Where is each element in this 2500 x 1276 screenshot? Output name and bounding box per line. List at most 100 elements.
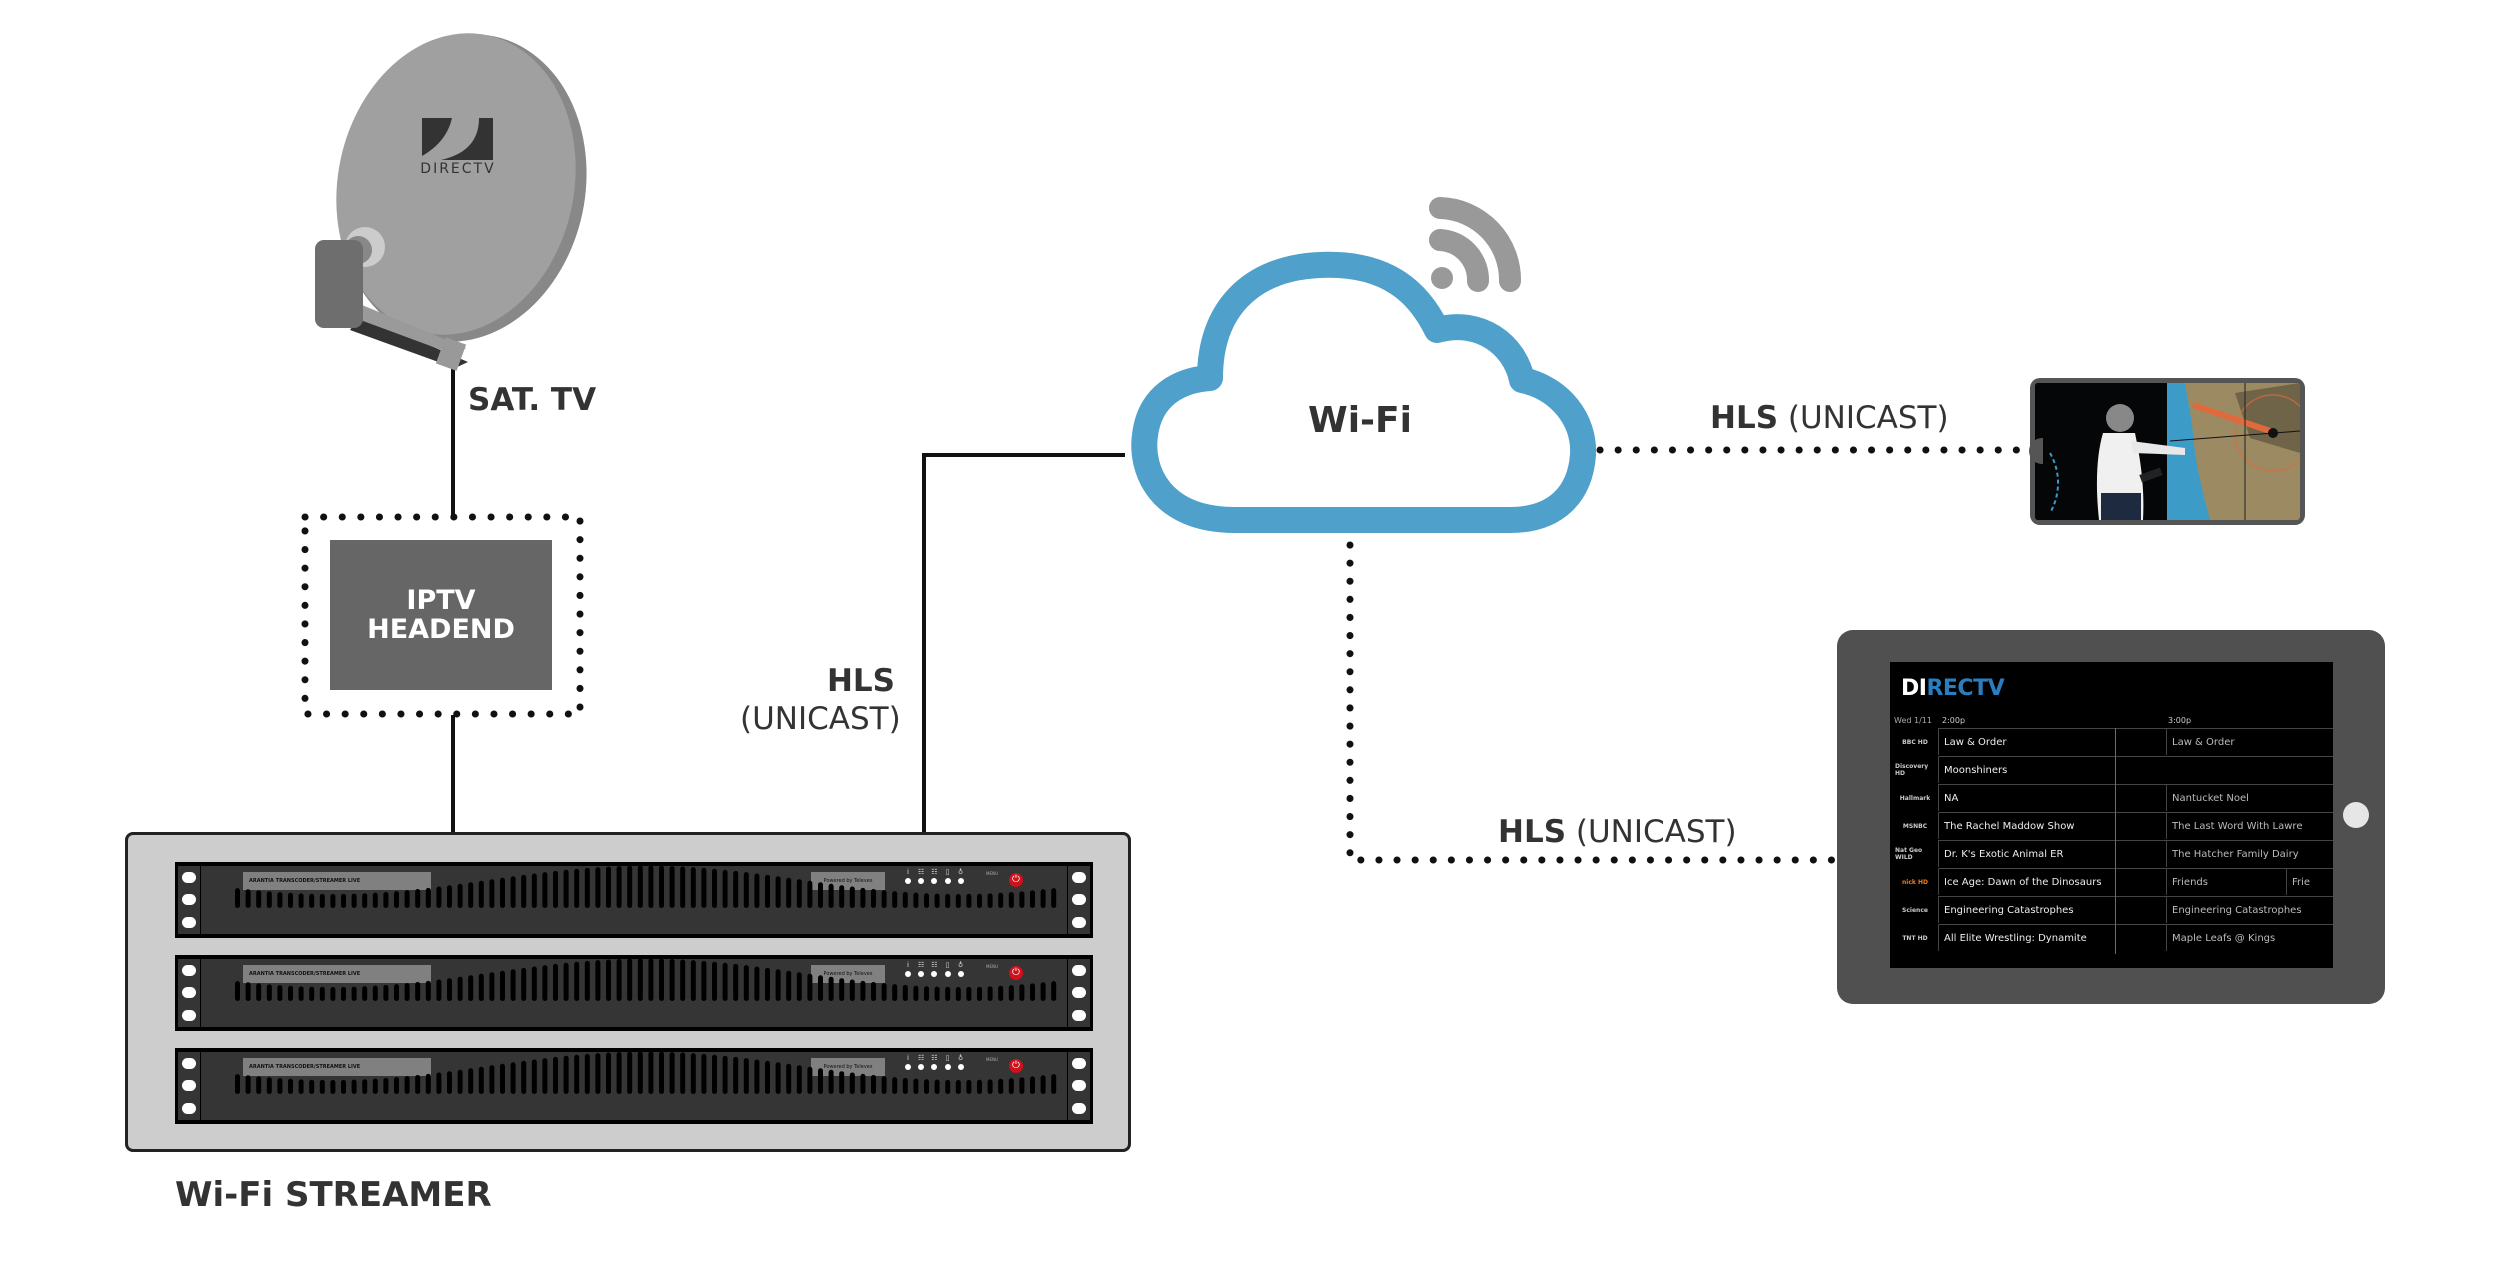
vent-slot <box>309 1079 315 1094</box>
vent-slot <box>574 868 580 908</box>
vent-slot <box>786 1063 792 1094</box>
vent-slot <box>775 876 781 908</box>
program-next[interactable]: The Hatcher Family Dairy <box>2166 840 2333 867</box>
program-now[interactable]: Engineering Catastrophes <box>1938 896 2166 923</box>
vent-slot <box>966 893 972 908</box>
vent-slot <box>616 866 622 908</box>
vent-slot <box>478 880 484 908</box>
vent-slot <box>383 984 389 1001</box>
unicast-text: (UNICAST) <box>740 701 901 737</box>
status-leds: i☷☷▯♁ <box>905 868 964 884</box>
vent-slot <box>659 1052 664 1094</box>
vent-slot <box>500 970 505 1001</box>
vent-slot <box>542 1058 548 1094</box>
vent-slot <box>786 877 792 908</box>
program-now[interactable]: Moonshiners <box>1938 756 2333 783</box>
vent-slot <box>510 1062 516 1094</box>
program-next[interactable]: Engineering Catastrophes <box>2166 896 2333 923</box>
vent-slot <box>1030 983 1035 1001</box>
vent-slot <box>913 985 919 1001</box>
cloud-to-phone-label: HLS (UNICAST) <box>1710 400 1949 436</box>
vent-slot <box>616 959 622 1001</box>
headend-line-2: HEADEND <box>367 614 515 645</box>
vent-slot <box>457 883 463 908</box>
vent-slot <box>383 1077 389 1094</box>
unicast-text: (UNICAST) <box>1787 400 1949 436</box>
smartphone-device <box>2029 378 2305 525</box>
program-next[interactable]: Law & Order <box>2166 728 2333 755</box>
power-button-icon[interactable]: ⏻ <box>1009 966 1023 980</box>
vent-slot <box>309 893 315 908</box>
status-led: i <box>905 1054 911 1070</box>
vent-slot <box>288 985 293 1001</box>
dish-brand-text: DIRECTV <box>420 161 495 177</box>
vent-slot <box>849 886 855 908</box>
vent-slot <box>892 891 898 908</box>
vent-slot <box>256 890 262 908</box>
program-later[interactable]: Frie <box>2286 868 2333 895</box>
vent-slot <box>553 963 558 1001</box>
status-led: i <box>905 961 911 977</box>
weather-video-image <box>2035 383 2300 520</box>
menu-button[interactable]: MENU <box>986 1057 998 1062</box>
vent-slot <box>977 986 982 1001</box>
guide-time-slot: 2:00p <box>1942 716 1966 725</box>
vent-slot <box>1019 984 1025 1001</box>
program-now[interactable]: Ice Age: Dawn of the Dinosaurs <box>1938 868 2166 895</box>
program-now[interactable]: All Elite Wrestling: Dynamite <box>1938 924 2166 951</box>
status-led: ▯ <box>944 868 951 884</box>
directv-logo-icon <box>422 118 493 160</box>
program-now[interactable]: The Rachel Maddow Show <box>1938 812 2166 839</box>
menu-button[interactable]: MENU <box>986 871 998 876</box>
vent-slot <box>256 983 262 1001</box>
channel-logo: Science <box>1902 906 1928 914</box>
vent-slot <box>425 980 431 1001</box>
vent-slot <box>659 959 664 1001</box>
vent-slot <box>521 1060 527 1094</box>
channel-logo: MSNBC <box>1902 822 1928 830</box>
vent-slot <box>394 891 399 908</box>
vent-slot <box>319 986 325 1001</box>
vent-slot <box>860 1073 866 1094</box>
program-next[interactable]: Friends <box>2166 868 2286 895</box>
vent-slot <box>701 1053 707 1094</box>
vent-slot <box>404 983 410 1001</box>
menu-button[interactable]: MENU <box>986 964 998 969</box>
vent-slot <box>754 873 760 908</box>
vent-slot <box>245 889 251 908</box>
power-button-icon[interactable]: ⏻ <box>1009 1059 1023 1073</box>
program-now[interactable]: Law & Order <box>1938 728 2166 755</box>
vent-slot <box>1019 1077 1025 1094</box>
status-led: ☷ <box>931 1054 938 1070</box>
vent-slot <box>245 982 251 1001</box>
vent-slot <box>235 888 240 908</box>
headend-line-1: IPTV <box>406 585 476 616</box>
program-now[interactable]: NA <box>1938 784 2166 811</box>
vent-slot <box>807 880 813 908</box>
vent-slot <box>288 892 293 908</box>
vent-slot <box>521 874 527 908</box>
power-button-icon[interactable]: ⏻ <box>1009 873 1023 887</box>
vent-slot <box>902 891 908 908</box>
program-next[interactable]: Nantucket Noel <box>2166 784 2333 811</box>
program-next[interactable]: Maple Leafs @ Kings <box>2166 924 2333 951</box>
vent-slot <box>394 1077 399 1094</box>
vent-slot <box>712 961 717 1001</box>
program-next[interactable]: The Last Word With Lawre <box>2166 812 2333 839</box>
vent-slot <box>478 1066 484 1094</box>
vent-slot <box>574 1054 580 1094</box>
vent-slot <box>266 1077 272 1094</box>
vent-slot <box>235 981 240 1001</box>
program-now[interactable]: Dr. K's Exotic Animal ER <box>1938 840 2166 867</box>
vent-slot <box>924 986 929 1001</box>
